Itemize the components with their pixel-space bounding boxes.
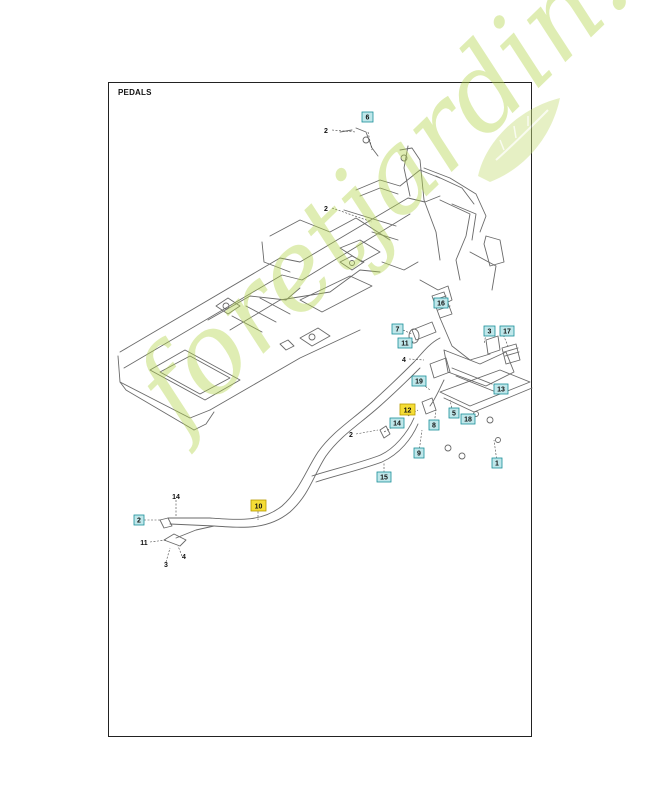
svg-text:3: 3: [488, 329, 492, 336]
part-callout-4-lower[interactable]: 4: [182, 554, 186, 561]
part-callout-3-right[interactable]: 3: [483, 325, 496, 337]
control-cables-drawing: [159, 209, 445, 547]
svg-text:17: 17: [503, 329, 511, 336]
part-callout-2-mid[interactable]: 2: [349, 432, 353, 439]
svg-text:12: 12: [404, 408, 412, 415]
part-callout-9[interactable]: 9: [413, 447, 425, 459]
part-callout-5[interactable]: 5: [448, 407, 460, 419]
part-callout-4-upper[interactable]: 4: [402, 357, 406, 364]
svg-text:6: 6: [366, 115, 370, 122]
part-callout-6[interactable]: 6: [361, 111, 374, 123]
part-callout-1[interactable]: 1: [491, 457, 503, 469]
part-callout-15[interactable]: 15: [376, 471, 392, 483]
svg-text:2: 2: [349, 432, 353, 439]
svg-text:14: 14: [393, 421, 401, 428]
svg-text:2: 2: [324, 206, 328, 213]
part-callout-12[interactable]: 12: [399, 403, 416, 416]
svg-text:18: 18: [464, 417, 472, 424]
svg-text:16: 16: [437, 301, 445, 308]
tractor-chassis-drawing: [117, 145, 505, 431]
diagram-frame: [108, 82, 532, 737]
watermark-leaf-icon: [478, 98, 560, 182]
page-title: PEDALS: [118, 88, 152, 97]
svg-text:10: 10: [255, 504, 263, 511]
part-callout-14-mid[interactable]: 14: [389, 417, 405, 429]
svg-text:3: 3: [164, 562, 168, 569]
svg-text:9: 9: [417, 451, 421, 458]
part-callout-18[interactable]: 18: [460, 413, 476, 425]
part-callout-17[interactable]: 17: [499, 325, 515, 337]
part-callout-19[interactable]: 19: [411, 375, 427, 387]
part-callout-7[interactable]: 7: [391, 323, 404, 335]
svg-text:2: 2: [137, 518, 141, 525]
svg-text:8: 8: [432, 423, 436, 430]
svg-text:5: 5: [452, 411, 456, 418]
part-callout-11-upper[interactable]: 11: [397, 337, 413, 349]
part-callout-11-lower[interactable]: 11: [140, 540, 148, 547]
part-callout-8[interactable]: 8: [428, 419, 440, 431]
pedal-assembly-drawing: [339, 127, 533, 460]
part-callout-14-lower[interactable]: 14: [172, 494, 180, 501]
svg-text:4: 4: [402, 357, 406, 364]
part-callout-13[interactable]: 13: [493, 383, 509, 395]
svg-text:4: 4: [182, 554, 186, 561]
svg-text:1: 1: [495, 461, 499, 468]
svg-text:19: 19: [415, 379, 423, 386]
svg-text:15: 15: [380, 475, 388, 482]
svg-text:11: 11: [401, 341, 409, 348]
svg-text:7: 7: [396, 327, 400, 334]
part-callout-2-upper[interactable]: 2: [324, 206, 328, 213]
part-callout-3-lower[interactable]: 3: [164, 562, 168, 569]
svg-text:13: 13: [497, 387, 505, 394]
svg-text:11: 11: [140, 540, 148, 547]
svg-text:2: 2: [324, 128, 328, 135]
part-callout-2-top[interactable]: 2: [324, 128, 328, 135]
part-callout-2-lower[interactable]: 2: [133, 514, 145, 526]
svg-text:14: 14: [172, 494, 180, 501]
part-callout-10[interactable]: 10: [250, 499, 267, 512]
part-callout-16[interactable]: 16: [433, 297, 449, 309]
